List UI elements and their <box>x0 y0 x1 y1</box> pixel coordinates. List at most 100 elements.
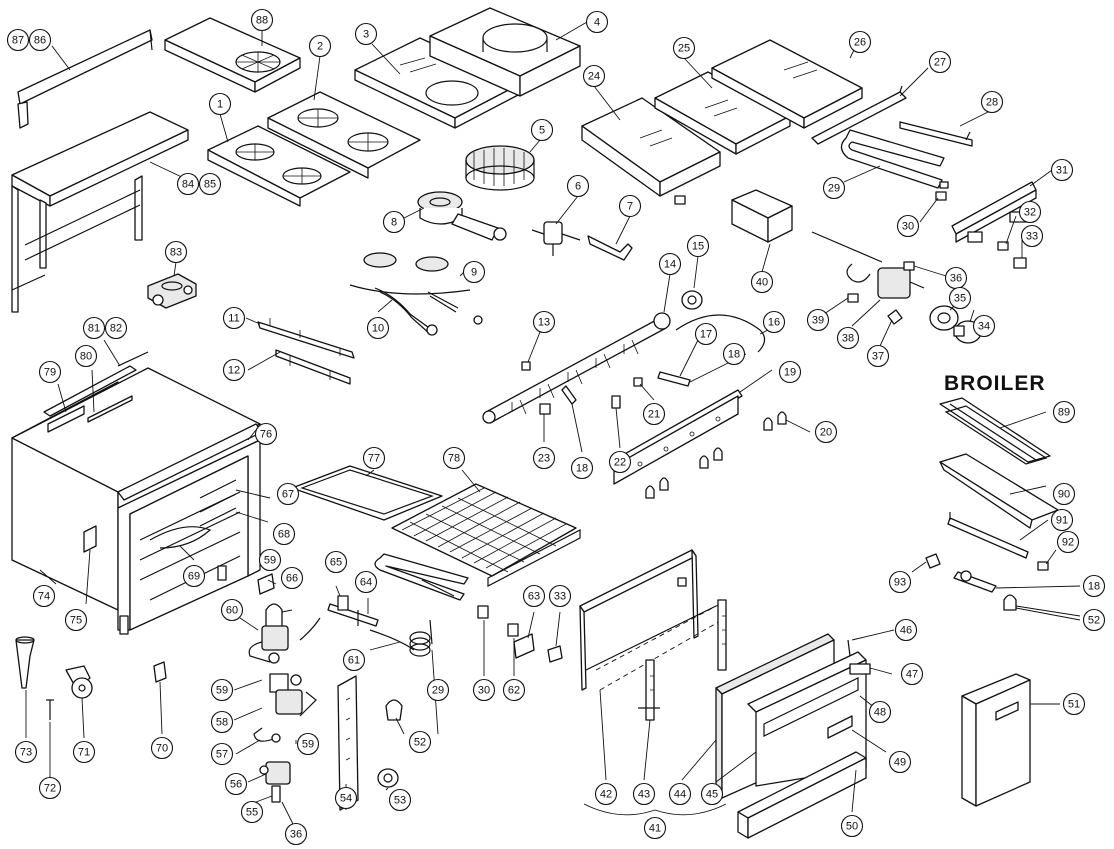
callout-label: 24 <box>588 71 600 83</box>
part-knobs-32-33 <box>997 241 1027 269</box>
callout-72: 72 <box>38 776 62 800</box>
callout-62: 62 <box>502 678 526 702</box>
callout-label: 45 <box>706 789 718 801</box>
callout-84: 84 <box>176 172 200 196</box>
part-fittings-13-17-18-21-22-23 <box>521 361 691 415</box>
part-top-25 <box>654 71 791 155</box>
callout-24: 24 <box>582 64 606 88</box>
callout-label: 8 <box>391 217 397 229</box>
callout-label: 11 <box>228 313 239 325</box>
callout-37: 37 <box>866 344 890 368</box>
callout-69: 69 <box>182 564 206 588</box>
callout-label: 33 <box>554 591 566 603</box>
callout-label: 29 <box>828 183 840 195</box>
callout-label: 42 <box>600 789 612 801</box>
callout-40: 40 <box>750 270 774 294</box>
callout-label: 64 <box>360 577 372 589</box>
callout-47: 47 <box>900 662 924 686</box>
callout-label: 27 <box>934 57 946 69</box>
callout-82: 82 <box>104 316 128 340</box>
callout-label: 10 <box>372 323 384 335</box>
callout-label: 22 <box>614 457 626 469</box>
callout-18: 18 <box>570 456 594 480</box>
part-griddle-24 <box>581 97 721 205</box>
part-panel-31 <box>951 181 1037 243</box>
callout-label: 32 <box>1024 207 1036 219</box>
callout-12: 12 <box>222 358 246 382</box>
callout-5: 5 <box>530 118 554 142</box>
part-broiler-radiant-90 <box>939 453 1059 529</box>
part-backsplash-86-87 <box>17 29 153 129</box>
part-door-frame-42-43 <box>579 549 727 721</box>
callout-8: 8 <box>382 210 406 234</box>
callout-label: 48 <box>874 707 886 719</box>
callout-43: 43 <box>632 782 656 806</box>
callout-label: 59 <box>216 685 228 697</box>
callout-label: 35 <box>954 293 966 305</box>
callout-1: 1 <box>208 92 232 116</box>
callout-label: 23 <box>538 453 550 465</box>
part-broiler-fittings-92-93-18-52 <box>925 553 1049 611</box>
part-pressure-regulator-83 <box>147 273 197 309</box>
callout-81: 81 <box>82 316 106 340</box>
callout-18: 18 <box>1082 574 1106 598</box>
callout-label: 33 <box>1026 231 1038 243</box>
part-fitting-15 <box>681 290 703 310</box>
callout-11: 11 <box>222 306 246 330</box>
callout-label: 30 <box>902 221 914 233</box>
part-kick-plate-50 <box>737 751 867 839</box>
callout-9: 9 <box>462 260 486 284</box>
callout-44: 44 <box>668 782 692 806</box>
callout-label: 14 <box>664 259 676 271</box>
part-door-broiler-51 <box>961 673 1031 807</box>
part-burner-5 <box>465 145 535 191</box>
callout-88: 88 <box>250 8 274 32</box>
callout-label: 73 <box>20 747 32 759</box>
callout-70: 70 <box>150 736 174 760</box>
callout-78: 78 <box>442 446 466 470</box>
callout-label: 93 <box>894 577 906 589</box>
callout-label: 7 <box>627 201 633 213</box>
callout-label: 18 <box>576 463 588 475</box>
callout-label: 59 <box>264 555 276 567</box>
callout-60: 60 <box>220 598 244 622</box>
callout-label: 75 <box>70 615 82 627</box>
callout-57: 57 <box>210 742 234 766</box>
callout-51: 51 <box>1062 692 1086 716</box>
callout-label: 34 <box>978 321 990 333</box>
callout-label: 39 <box>812 315 824 327</box>
callout-label: 2 <box>317 41 323 53</box>
callout-59: 59 <box>258 548 282 572</box>
callout-label: 4 <box>594 17 600 29</box>
part-broiler-rail-91 <box>947 512 1029 559</box>
part-broiler-grate-89 <box>939 397 1051 465</box>
callout-label: 13 <box>538 317 550 329</box>
part-oven-bottom-77 <box>291 465 443 521</box>
callout-label: 58 <box>216 717 228 729</box>
callout-19: 19 <box>778 360 802 384</box>
callout-36: 36 <box>284 822 308 846</box>
callout-59: 59 <box>296 732 320 756</box>
callout-label: 36 <box>950 273 962 285</box>
callout-28: 28 <box>980 90 1004 114</box>
part-valve-6 <box>531 221 581 256</box>
callout-label: 79 <box>44 367 56 379</box>
callout-93: 93 <box>888 570 912 594</box>
callout-66: 66 <box>280 566 304 590</box>
callout-76: 76 <box>254 422 278 446</box>
part-knob-52-53 <box>377 699 403 788</box>
callout-32: 32 <box>1018 200 1042 224</box>
callout-label: 69 <box>188 571 200 583</box>
callout-21: 21 <box>642 402 666 426</box>
callout-86: 86 <box>28 28 52 52</box>
callout-label: 59 <box>302 739 314 751</box>
callout-label: 55 <box>246 807 258 819</box>
callout-label: 92 <box>1062 537 1074 549</box>
callout-label: 21 <box>648 409 660 421</box>
callout-25: 25 <box>672 36 696 60</box>
callout-26: 26 <box>848 30 872 54</box>
callout-label: 63 <box>528 591 540 603</box>
callout-label: 74 <box>38 591 50 603</box>
callout-67: 67 <box>276 482 300 506</box>
